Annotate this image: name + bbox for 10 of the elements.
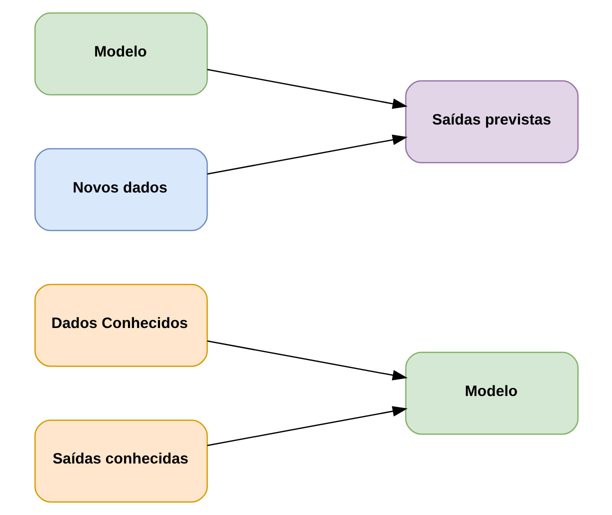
node-box: Novos dados <box>34 148 208 232</box>
node-box: Saídas conhecidas <box>34 420 208 503</box>
node-box: Modelo <box>34 12 208 96</box>
node-box: Modelo <box>404 352 578 435</box>
arrow <box>206 134 408 175</box>
node-box: Saídas previstas <box>404 80 578 164</box>
arrow <box>206 340 408 380</box>
node-box: Dados Conhecidos <box>34 284 208 367</box>
arrow <box>206 406 408 446</box>
arrow <box>206 68 408 109</box>
